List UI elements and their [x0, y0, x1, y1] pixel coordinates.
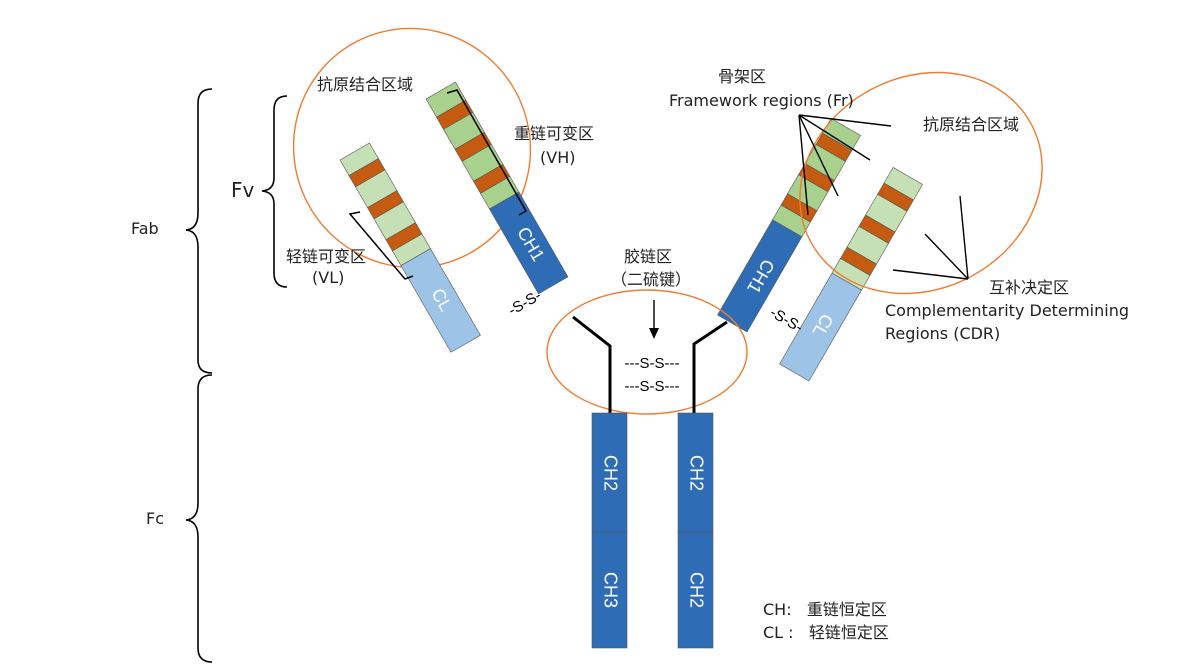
fv-label: Fv [231, 178, 255, 202]
framework-label: 骨架区 [718, 67, 766, 86]
left-light-chain: CL [339, 142, 481, 353]
hinge-disulfide-1: ---S-S--- [625, 355, 680, 372]
ch2-label-left: CH2 [600, 455, 620, 491]
ch3-label-left: CH3 [600, 572, 620, 608]
ch3-domain-left [591, 531, 628, 649]
antigen-binding-label-left: 抗原结合区域 [317, 75, 413, 94]
ch2-domain-left [591, 412, 628, 533]
vh-bracket [446, 89, 528, 216]
fc-bracket [185, 374, 213, 663]
ch2-domain-right-upper [677, 412, 714, 533]
vl-bracket [348, 211, 414, 280]
antigen-binding-region-right [799, 71, 1043, 295]
cdr-label-en-2: Regions (CDR) [885, 324, 1000, 343]
disulfide-bond-label: （二硫键） [611, 270, 691, 289]
cdr-label-en-1: Complementarity Determining [885, 301, 1129, 320]
hinge-region [546, 289, 748, 415]
vl-segment [883, 167, 923, 201]
left-fab-disulfide: -S-S- [505, 287, 544, 319]
cdr-label: 互补决定区 [989, 278, 1069, 297]
hinge-arrow-head [649, 328, 659, 339]
cdr-pointers [892, 195, 969, 280]
legend-cl: CL : 轻链恒定区 [763, 623, 889, 642]
hinge-heavy-chain-lines [572, 315, 728, 413]
fab-bracket [185, 88, 213, 374]
framework-label-en: Framework regions (Fr) [669, 91, 854, 110]
fab-label: Fab [131, 219, 159, 238]
right-fab-disulfide: -S-S- [767, 304, 806, 336]
right-light-chain: CL [779, 167, 923, 382]
hinge-disulfide-2: ---S-S--- [625, 378, 680, 395]
heavy-variable-label: 重链可变区 [514, 124, 594, 143]
light-variable-abbr: (VL) [312, 268, 344, 287]
light-variable-label: 轻链可变区 [286, 247, 366, 266]
antigen-binding-region-left [292, 27, 532, 269]
ch2-label-right-upper: CH2 [686, 455, 706, 491]
ch2-label-right-lower: CH2 [686, 572, 706, 608]
ch1-domain-left [489, 191, 569, 295]
cl-domain-left [400, 248, 481, 353]
framework-pointers [798, 114, 892, 216]
fv-bracket [261, 95, 288, 288]
hinge-label: 胶链区 [624, 247, 672, 266]
legend-ch: CH: 重链恒定区 [763, 600, 887, 619]
ch2-domain-right-lower [677, 531, 714, 649]
antigen-binding-label-right: 抗原结合区域 [923, 115, 1019, 134]
fc-label: Fc [146, 509, 164, 528]
heavy-variable-abbr: (VH) [540, 148, 575, 167]
